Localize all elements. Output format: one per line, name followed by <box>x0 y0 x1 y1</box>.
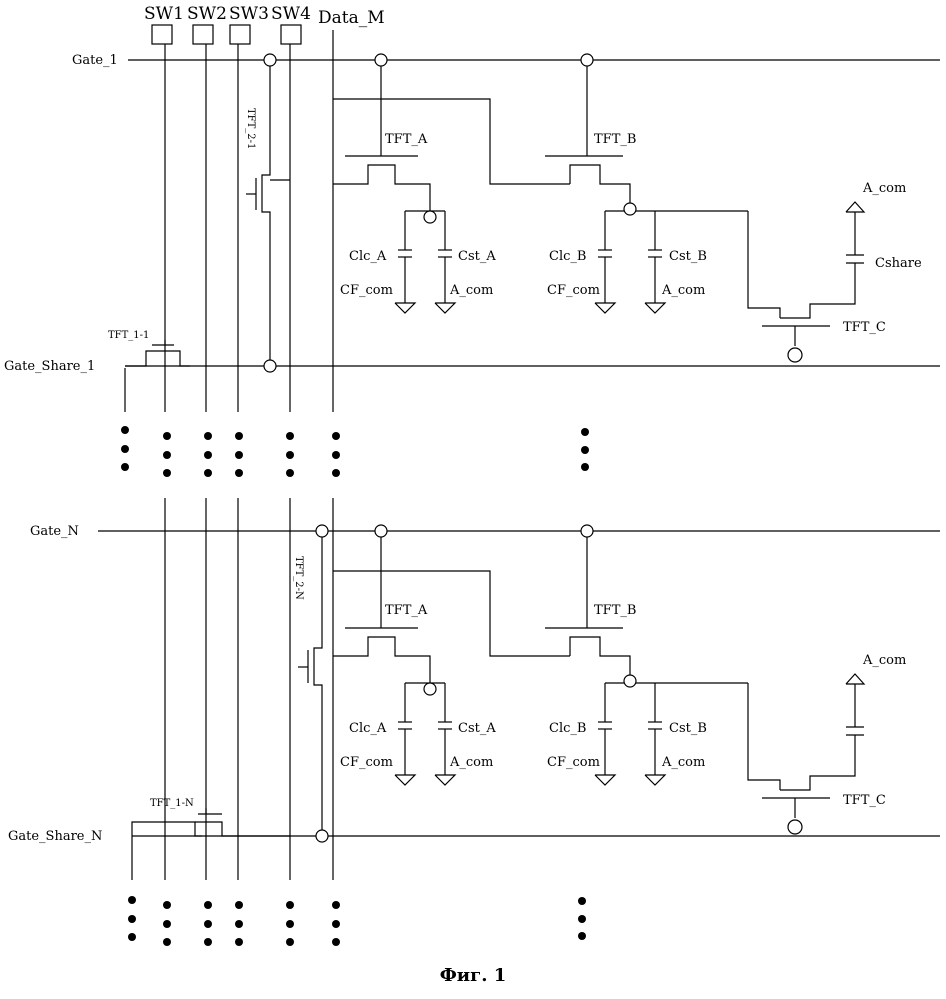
clc-b-label-top: Clc_B <box>549 249 586 264</box>
cf-com-a-label-top: CF_com <box>340 283 393 298</box>
continuation-dots-bottom <box>128 896 586 946</box>
tft-2-n-label: TFT_2-N <box>293 556 304 600</box>
a-com-b-label-top: A_com <box>661 283 705 298</box>
cf-com-a-label-bottom: CF_com <box>340 755 393 770</box>
pixel-a-node-bottom <box>424 683 436 695</box>
cf-com-b-label-top: CF_com <box>547 283 600 298</box>
tft-b-label-bottom: TFT_B <box>594 603 636 618</box>
cst-b-label-top: Cst_B <box>669 249 707 264</box>
gate-1-label: Gate_1 <box>72 53 118 68</box>
data-line-label: Data_M <box>318 8 385 28</box>
tft-2-1-transistor <box>246 60 290 366</box>
circuit-schematic: SW1 SW2 SW3 SW4 Data_M Gate_1 Gate_Share… <box>0 0 946 960</box>
tft-a-gate-node-bottom <box>375 525 387 537</box>
pixel-a-node-top <box>424 211 436 223</box>
switch-label-sw3: SW3 <box>229 4 269 24</box>
a-com-a-label-top: A_com <box>449 283 493 298</box>
gate-n-label: Gate_N <box>30 524 79 539</box>
tft-c-label-top: TFT_C <box>843 320 886 335</box>
switch-label-sw1: SW1 <box>144 4 184 24</box>
cst-a-label-top: Cst_A <box>458 249 496 264</box>
switch-boxes <box>152 25 301 44</box>
clc-a-label-bottom: Clc_A <box>349 721 387 736</box>
tft-a-label-top: TFT_A <box>385 132 428 147</box>
continuation-dots-middle <box>121 426 589 477</box>
pixel-bottom-wiring <box>333 531 864 818</box>
cshare-label: Cshare <box>875 256 922 271</box>
cf-com-b-label-bottom: CF_com <box>547 755 600 770</box>
clc-b-label-bottom: Clc_B <box>549 721 586 736</box>
tft-a-label-bottom: TFT_A <box>385 603 428 618</box>
a-com-b-label-bottom: A_com <box>661 755 705 770</box>
a-com-top-label-bottom: A_com <box>862 653 906 668</box>
tft-2-n-share-node <box>316 830 328 842</box>
switch-box-sw2 <box>193 25 213 44</box>
switch-box-sw3 <box>230 25 250 44</box>
tft-1-n-transistor <box>132 808 290 836</box>
a-com-top-label-top: A_com <box>862 181 906 196</box>
tft-b-label-top: TFT_B <box>594 132 636 147</box>
switch-label-sw4: SW4 <box>271 4 311 24</box>
clc-a-label-top: Clc_A <box>349 249 387 264</box>
switch-box-sw4 <box>281 25 301 44</box>
tft-2-n-gate-node <box>316 525 328 537</box>
tft-c-label-bottom: TFT_C <box>843 793 886 808</box>
cst-a-label-bottom: Cst_A <box>458 721 496 736</box>
tft-2-1-share-node <box>264 360 276 372</box>
gate-share-1-label: Gate_Share_1 <box>4 359 95 374</box>
gate-share-n-label: Gate_Share_N <box>8 829 102 844</box>
cst-b-label-bottom: Cst_B <box>669 721 707 736</box>
tft-b-gate-node-top <box>581 54 593 66</box>
tft-c-gate-node-bottom <box>788 820 802 834</box>
tft-1-n-label: TFT_1-N <box>150 798 194 809</box>
tft-1-1-label: TFT_1-1 <box>108 330 149 341</box>
a-com-a-label-bottom: A_com <box>449 755 493 770</box>
tft-a-gate-node-top <box>375 54 387 66</box>
pixel-b-node-top <box>624 203 636 215</box>
switch-box-sw1 <box>152 25 172 44</box>
figure-caption: Фиг. 1 <box>0 965 946 986</box>
pixel-b-node-bottom <box>624 675 636 687</box>
switch-label-sw2: SW2 <box>187 4 227 24</box>
tft-c-gate-node-top <box>788 348 802 362</box>
tft-1-1-transistor <box>125 340 190 366</box>
tft-2-1-gate-node <box>264 54 276 66</box>
pixel-top-wiring <box>333 60 864 346</box>
tft-b-gate-node-bottom <box>581 525 593 537</box>
tft-2-1-label: TFT_2-1 <box>245 108 256 149</box>
bus-lines-top <box>125 30 333 412</box>
